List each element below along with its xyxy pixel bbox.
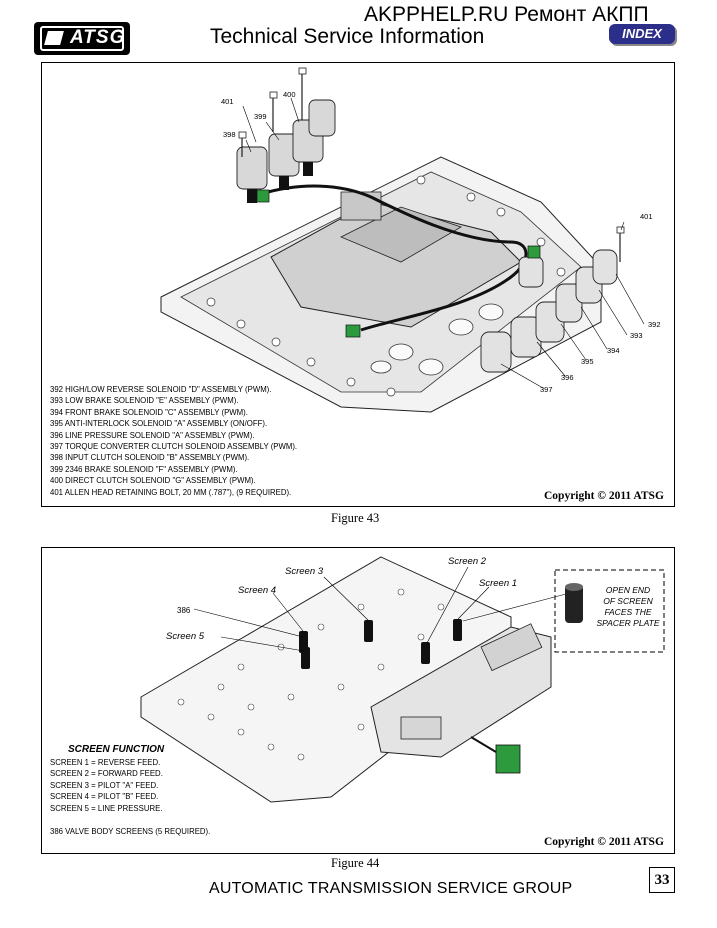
screen-function-list: SCREEN 1 = REVERSE FEED. SCREEN 2 = FORW… xyxy=(50,757,163,814)
label-screen-3: Screen 3 xyxy=(285,566,324,577)
callout-401-top: 401 xyxy=(221,97,234,106)
legend-item-399: 399 2346 BRAKE SOLENOID "F" ASSEMBLY (PW… xyxy=(50,464,238,474)
inset-line-4: SPACER PLATE xyxy=(596,618,660,628)
label-screen-1: Screen 1 xyxy=(479,578,518,589)
figure-44-illustration xyxy=(140,556,665,803)
inset-line-2: OF SCREEN xyxy=(603,596,653,606)
atsg-logo-text: ATSG xyxy=(70,27,126,48)
legend-item-394: 394 FRONT BRAKE SOLENOID "C" ASSEMBLY (P… xyxy=(50,407,248,417)
callout-394: 394 xyxy=(607,346,620,355)
callout-392: 392 xyxy=(648,320,661,329)
figure-44-caption: Figure 44 xyxy=(331,856,380,870)
figure-44-copyright: Copyright © 2011 ATSG xyxy=(544,836,664,848)
callout-396: 396 xyxy=(561,373,574,382)
legend-item-397: 397 TORQUE CONVERTER CLUTCH SOLENOID ASS… xyxy=(50,442,298,452)
figure-43-legend: 392 HIGH/LOW REVERSE SOLENOID "D" ASSEMB… xyxy=(50,384,297,498)
legend-item-396: 396 LINE PRESSURE SOLENOID "A" ASSEMBLY … xyxy=(50,430,255,440)
footer-text: AUTOMATIC TRANSMISSION SERVICE GROUP xyxy=(209,880,573,897)
atsg-logo-frame xyxy=(40,26,124,51)
screen-function-1: SCREEN 1 = REVERSE FEED. xyxy=(50,758,161,767)
label-screen-5: Screen 5 xyxy=(166,631,205,642)
screen-function-5: SCREEN 5 = LINE PRESSURE. xyxy=(50,803,163,813)
legend-item-401: 401 ALLEN HEAD RETAINING BOLT, 20 MM (.7… xyxy=(50,487,292,497)
inset-note: OPEN END OF SCREEN FACES THE SPACER PLAT… xyxy=(590,585,666,629)
callout-393: 393 xyxy=(630,331,643,340)
part-note-386: 386 VALVE BODY SCREENS (5 REQUIRED). xyxy=(50,827,211,836)
callout-397: 397 xyxy=(540,385,553,394)
legend-item-398: 398 INPUT CLUTCH SOLENOID "B" ASSEMBLY (… xyxy=(50,453,250,463)
screen-function-2: SCREEN 2 = FORWARD FEED. xyxy=(50,769,163,779)
figure-43-illustration xyxy=(160,67,645,413)
site-title: AKPPHELP.RU Ремонт АКПП xyxy=(364,3,649,26)
legend-item-393: 393 LOW BRAKE SOLENOID "E" ASSEMBLY (PWM… xyxy=(50,396,239,406)
inset-line-3: FACES THE xyxy=(604,607,652,617)
callout-398: 398 xyxy=(223,130,236,139)
index-button[interactable]: INDEX xyxy=(609,24,675,44)
callout-401-right: 401 xyxy=(640,212,653,221)
screen-function-title: SCREEN FUNCTION xyxy=(68,744,165,755)
callout-399: 399 xyxy=(254,112,267,121)
label-screen-2: Screen 2 xyxy=(448,556,487,567)
figure-43-copyright: Copyright © 2011 ATSG xyxy=(544,490,664,502)
screen-function-3: SCREEN 3 = PILOT "A" FEED. xyxy=(50,780,159,790)
callout-395: 395 xyxy=(581,357,594,366)
inset-line-1: OPEN END xyxy=(605,585,651,595)
figure-43-caption: Figure 43 xyxy=(331,511,380,525)
label-screen-4: Screen 4 xyxy=(238,585,277,596)
legend-item-400: 400 DIRECT CLUTCH SOLENOID "G" ASSEMBLY … xyxy=(50,476,256,486)
callout-400: 400 xyxy=(283,90,296,99)
page-subtitle: Technical Service Information xyxy=(210,25,485,48)
legend-item-392: 392 HIGH/LOW REVERSE SOLENOID "D" ASSEMB… xyxy=(50,385,272,394)
label-386: 386 xyxy=(177,606,191,615)
page-number: 33 xyxy=(649,867,675,893)
screen-function-4: SCREEN 4 = PILOT "B" FEED. xyxy=(50,792,159,802)
legend-item-395: 395 ANTI-INTERLOCK SOLENOID "A" ASSEMBLY… xyxy=(50,419,268,429)
